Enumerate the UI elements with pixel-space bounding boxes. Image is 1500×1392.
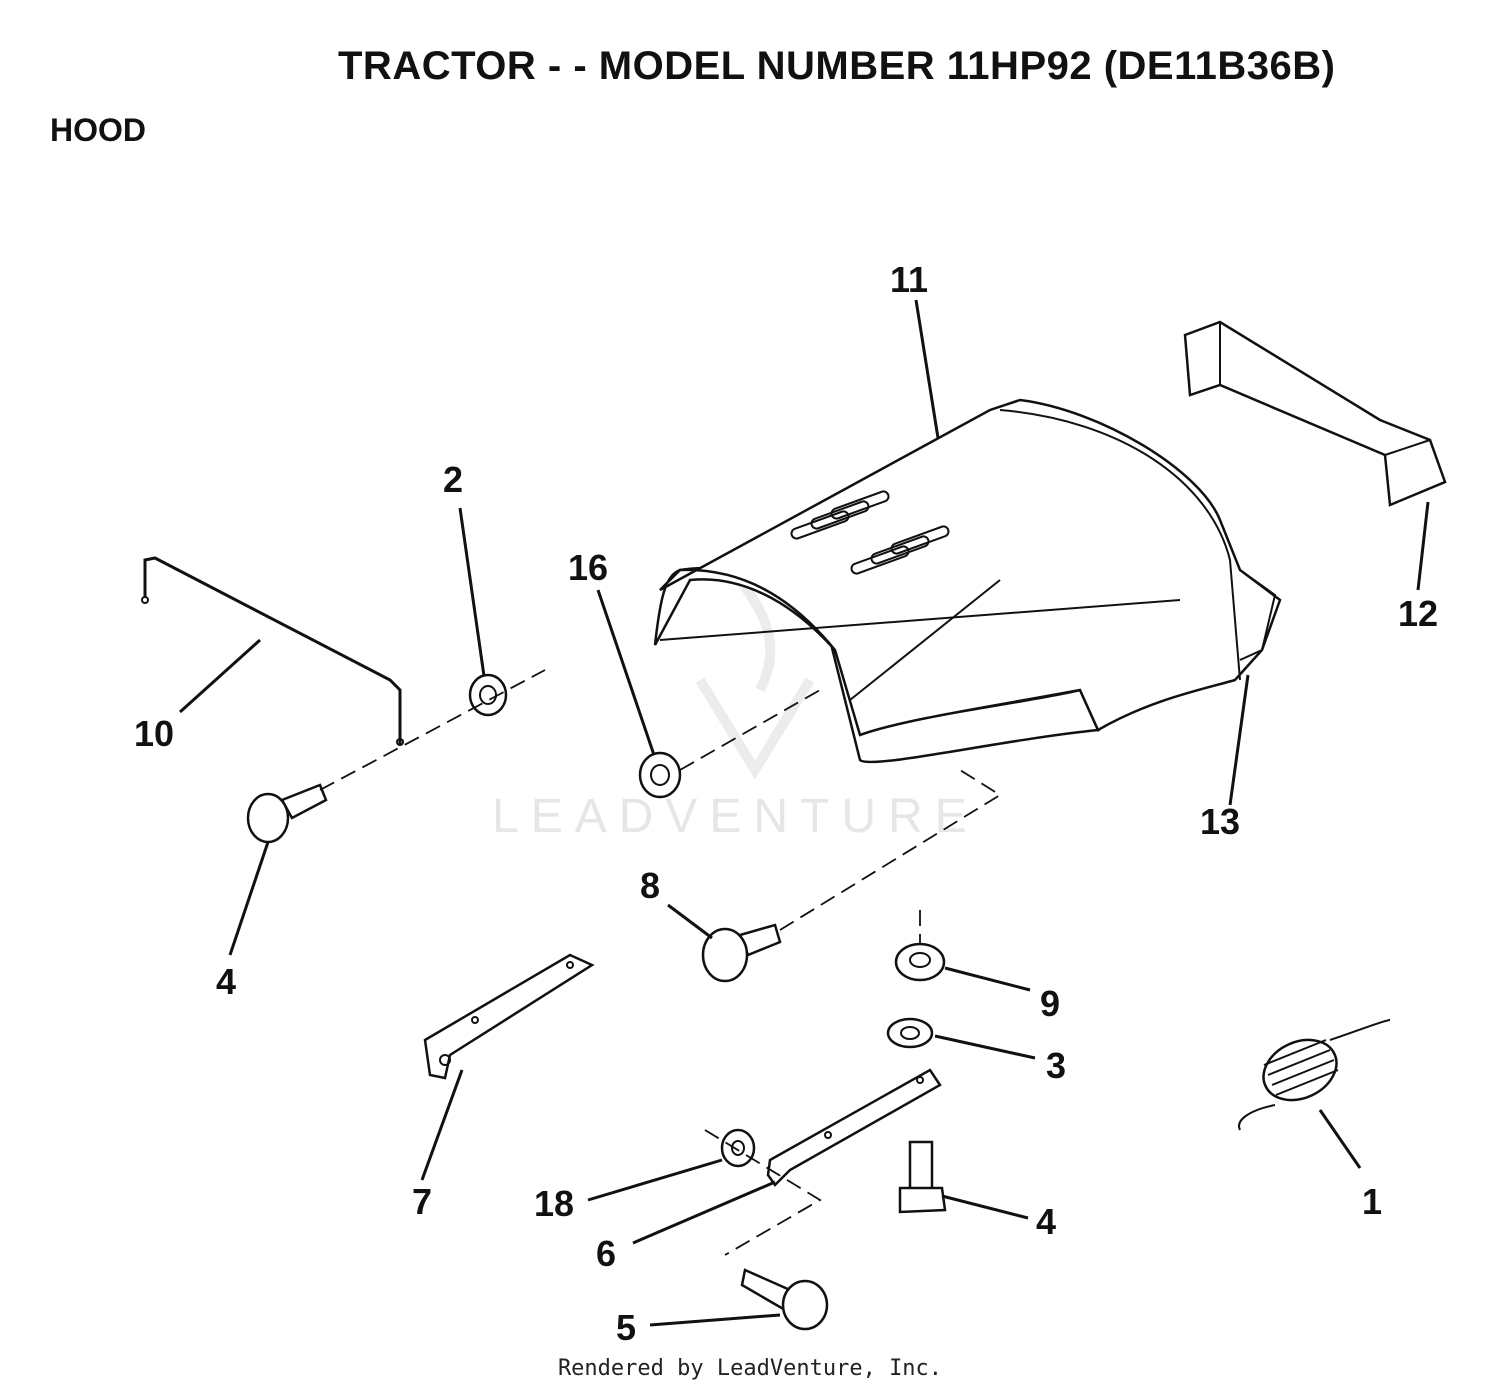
hood-part-11 [653,398,1282,764]
watermark-text: LEADVENTURE [492,790,979,843]
callout-4-lower: 4 [1036,1201,1056,1242]
callout-18: 18 [534,1183,574,1224]
hood-rod-part-10 [141,556,404,746]
callout-13: 13 [1200,801,1240,842]
bolt-part-4-left [246,783,328,844]
washer-part-3 [886,1017,934,1049]
callout-1: 1 [1362,1181,1382,1222]
bolt-part-5 [740,1268,829,1331]
bolt-part-4-lower [898,1140,947,1214]
watermark-logo-icon [695,577,815,780]
callout-9: 9 [1040,983,1060,1024]
callout-7: 7 [412,1181,432,1222]
spring-part-1 [1238,1019,1391,1131]
callout-6: 6 [596,1233,616,1274]
nut-part-2 [468,673,508,717]
callout-12: 12 [1398,593,1438,634]
nut-part-9 [894,942,946,982]
washer-part-18 [720,1128,756,1168]
callout-4-left: 4 [216,961,236,1002]
callout-11: 11 [890,259,928,300]
callout-5: 5 [616,1307,636,1348]
nut-part-16 [638,751,682,799]
leader-lines [178,299,1430,1327]
callout-3: 3 [1046,1045,1066,1086]
callout-8: 8 [640,865,660,906]
callout-16: 16 [568,547,608,588]
grille-part-12 [1183,320,1447,507]
bracket-part-6 [766,1068,942,1187]
bracket-part-7 [423,953,595,1080]
page-title: TRACTOR - - MODEL NUMBER 11HP92 (DE11B36… [338,44,1336,88]
hood-vent-slots [790,490,950,575]
alignment-lines [319,669,1002,1256]
section-title: HOOD [50,112,146,148]
callout-2: 2 [443,459,463,500]
bolt-part-8 [701,923,782,983]
callout-10: 10 [134,713,174,754]
footer-credit: Rendered by LeadVenture, Inc. [557,1356,943,1381]
